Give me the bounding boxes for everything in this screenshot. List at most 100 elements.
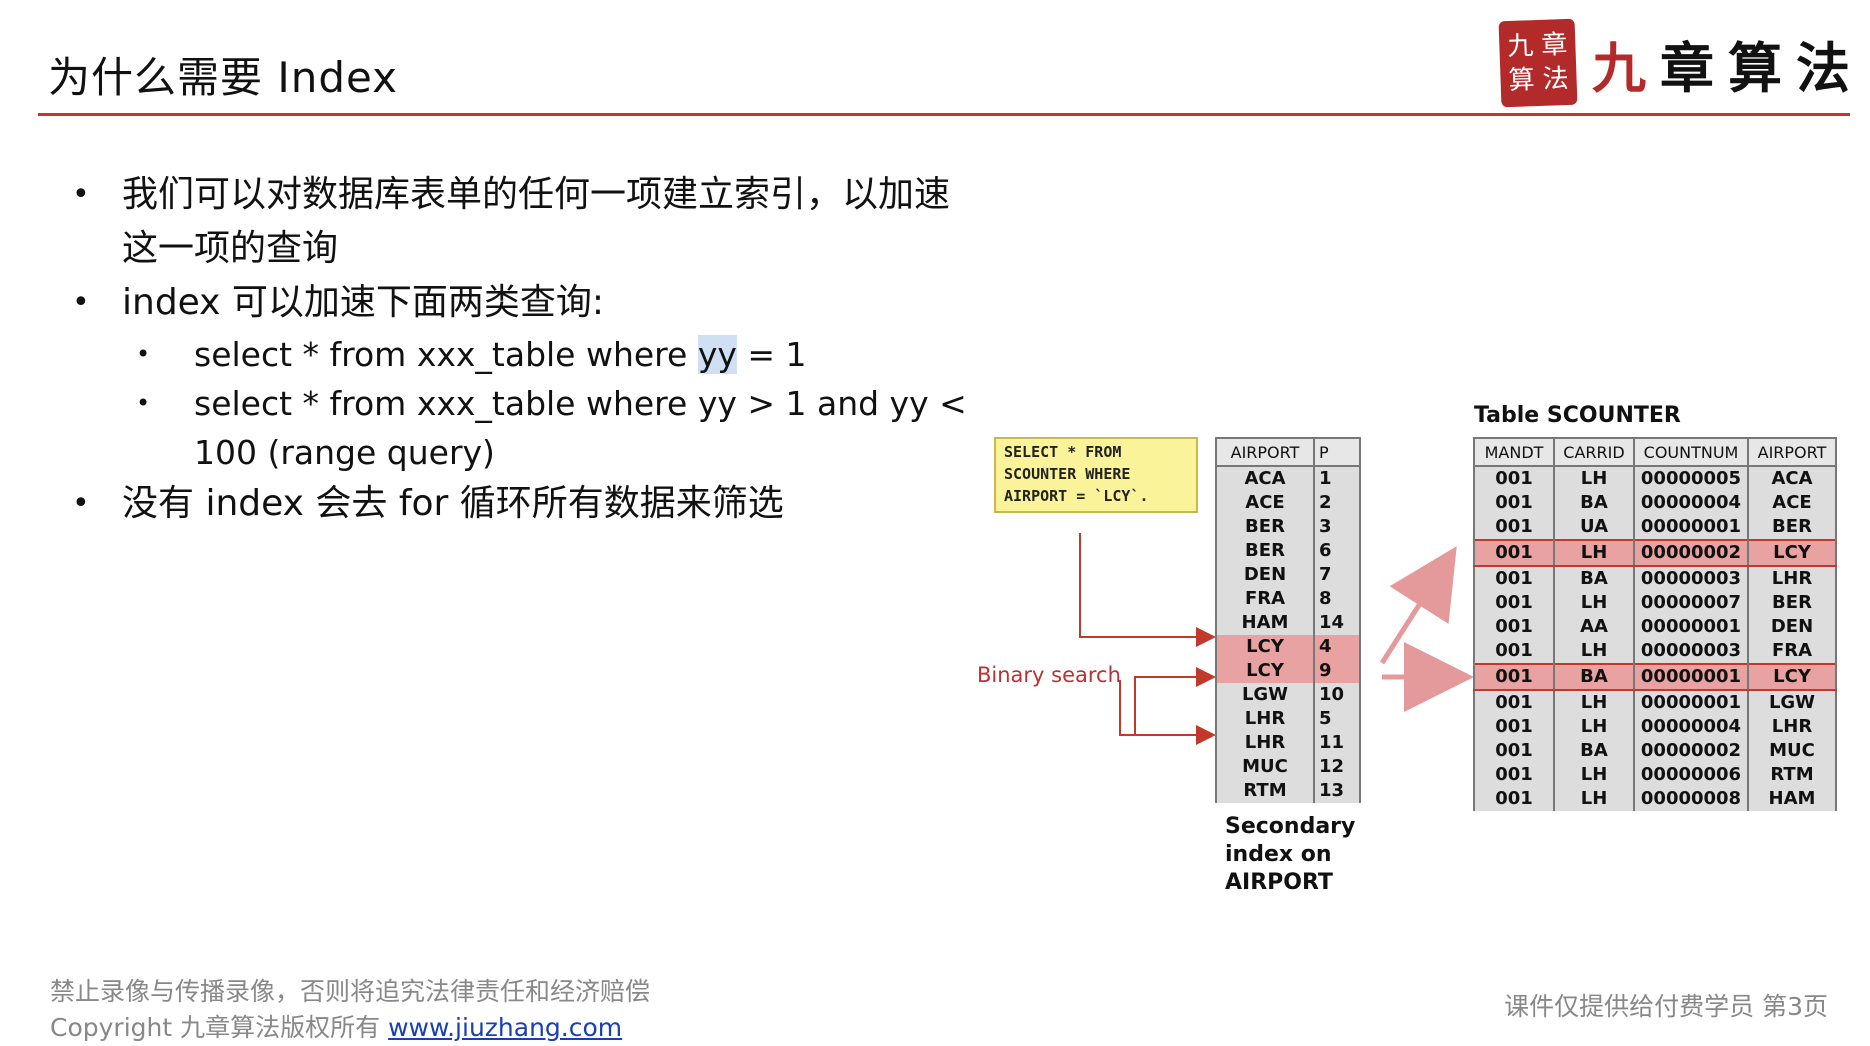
title-divider [38,113,1850,116]
table-cell: LH [1553,787,1635,811]
sql-line: SELECT * FROM [1004,443,1122,461]
sql-query-box: SELECT * FROM SCOUNTER WHERE AIRPORT = `… [994,437,1198,513]
table-cell: 00000002 [1633,539,1749,567]
index-cell: LCY [1215,659,1315,683]
table-cell: 00000007 [1633,591,1749,615]
binary-search-arrow-2 [1119,680,1216,745]
table-cell: 00000002 [1633,739,1749,763]
table-cell: BER [1747,515,1837,540]
bullet-text: 我们可以对数据库表单的任何一项建立索引，以加速这一项的查询 [122,174,951,269]
sub-bullet-list: select * from xxx_table where yy = 1 sel… [122,330,970,477]
table-cell: 00000006 [1633,763,1749,787]
table-cell: LH [1553,591,1635,615]
table-cell: 00000001 [1633,690,1749,715]
table-cell: LHR [1747,715,1837,739]
table-cell: 001 [1473,787,1555,811]
table-cell: 001 [1473,739,1555,763]
bullet-item: 没有 index 会去 for 循环所有数据来筛选 [70,477,970,531]
index-header: AIRPORT [1215,437,1315,467]
index-cell: 6 [1313,539,1361,563]
binary-search-label: Binary search [977,663,1121,687]
lookup-arrow-1 [1379,546,1457,665]
index-header: P [1313,437,1361,467]
footer-page-info: 课件仅提供给付费学员 第3页 [1504,992,1828,1021]
index-cell: 1 [1313,466,1361,491]
table-cell: ACE [1747,491,1837,515]
index-cell: MUC [1215,755,1315,779]
index-cell: ACA [1215,466,1315,491]
table-cell: LH [1553,763,1635,787]
table-cell: 00000005 [1633,466,1749,491]
table-cell: RTM [1747,763,1837,787]
index-cell: RTM [1215,779,1315,803]
sub-bullet-text-end: = 1 [736,335,807,374]
index-cell: LGW [1215,683,1315,707]
website-link[interactable]: www.jiuzhang.com [388,1013,623,1042]
table-cell: 001 [1473,639,1555,664]
table-cell: HAM [1747,787,1837,811]
table-cell: 001 [1473,591,1555,615]
sub-bullet-text: select * from xxx_table where yy > 1 and… [194,384,967,472]
index-cell: DEN [1215,563,1315,587]
index-cell: 12 [1313,755,1361,779]
footer-notice: 禁止录像与传播录像，否则将追究法律责任和经济赔偿 Copyright 九章算法版… [50,974,650,1046]
selected-text[interactable]: yy [697,335,737,374]
secondary-index-label: Secondary index on AIRPORT [1225,814,1356,895]
table-cell: AA [1553,615,1635,639]
table-header: AIRPORT [1747,437,1837,467]
table-cell: LCY [1747,663,1837,691]
table-cell: LH [1553,715,1635,739]
index-cell: 9 [1313,659,1361,683]
table-cell: BA [1553,663,1635,691]
binary-search-arrow-1 [1079,533,1216,647]
seal-icon: 九章 算法 [1498,18,1578,108]
table-cell: 00000003 [1633,566,1749,591]
index-cell: 4 [1313,635,1361,659]
index-cell: 14 [1313,611,1361,635]
table-header: COUNTNUM [1633,437,1749,467]
index-cell: ACE [1215,491,1315,515]
table-cell: 00000003 [1633,639,1749,664]
table-cell: BA [1553,566,1635,591]
table-cell: 001 [1473,515,1555,540]
table-title: Table SCOUNTER [1474,403,1681,428]
table-cell: MUC [1747,739,1837,763]
table-cell: 001 [1473,715,1555,739]
table-cell: LGW [1747,690,1837,715]
table-cell: 00000001 [1633,615,1749,639]
bullet-item: index 可以加速下面两类查询: select * from xxx_tabl… [70,276,970,477]
sql-line: AIRPORT = `LCY`. [1004,487,1149,505]
bullet-text: 没有 index 会去 for 循环所有数据来筛选 [122,483,784,524]
table-cell: LHR [1747,566,1837,591]
table-cell: 001 [1473,690,1555,715]
table-cell: LH [1553,639,1635,664]
table-cell: 001 [1473,663,1555,691]
table-cell: 001 [1473,763,1555,787]
slide-title: 为什么需要 Index [48,53,398,102]
index-diagram: SELECT * FROM SCOUNTER WHERE AIRPORT = `… [960,395,1840,915]
footer-copyright: Copyright 九章算法版权所有 www.jiuzhang.com [50,1013,623,1042]
